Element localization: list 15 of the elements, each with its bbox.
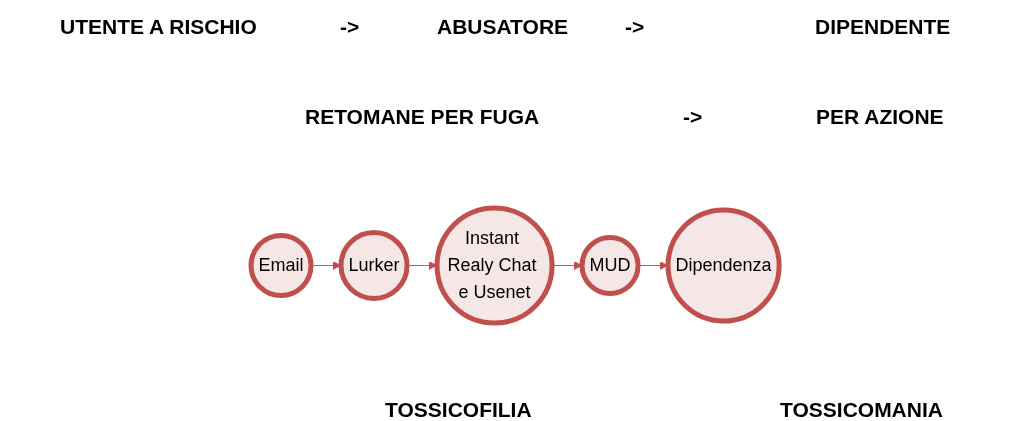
node-circle: Dipendenza (666, 206, 783, 324)
stage-label: RETOMANE PER FUGA (305, 105, 540, 129)
stage-label: UTENTE A RISCHIO (60, 15, 257, 39)
arrow-text: -> (340, 15, 360, 39)
stage-label: ABUSATORE (437, 15, 569, 39)
stage-label: TOSSICOFILIA (385, 398, 532, 421)
stage-label: TOSSICOMANIA (780, 398, 943, 421)
arrow-text: -> (625, 15, 645, 39)
node-circle: Lurker (338, 229, 410, 301)
node-circle: Instant Realy Chat e Usenet (435, 205, 555, 325)
stage-label: PER AZIONE (816, 105, 944, 129)
arrow-text: -> (683, 105, 703, 129)
node-circle: MUD (580, 234, 641, 296)
stage-label: DIPENDENTE (815, 15, 951, 39)
node-circle: Email (248, 232, 314, 298)
